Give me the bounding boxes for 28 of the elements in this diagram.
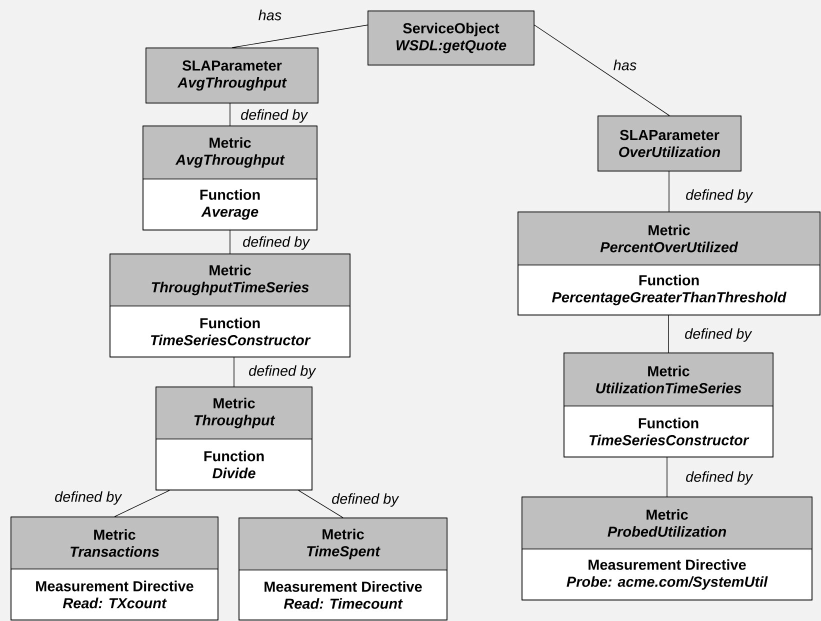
edge-label: defined by [242,235,310,251]
metric-box: Metric TimeSpent Measurement Directive Read: Timecount [238,518,448,620]
connector-line [534,24,670,116]
edge-label: defined by [330,492,400,508]
connector-line [668,171,670,212]
metric-box: Metric ThroughputTimeSeries Function TimeSeriesConstructor [110,254,350,358]
connector-line [666,457,668,497]
metric-box: Metric Transactions Measurement Directive Read: TXcount [10,516,218,620]
parameter-box: ServiceObject WSDL:getQuote [368,10,534,66]
connector-line [668,315,669,353]
metric-box: Metric Throughput Function Divide [156,386,312,490]
edge-label: defined by [684,188,754,204]
connector-line [114,490,170,517]
edge-label: defined by [240,108,308,124]
edge-label: defined by [248,364,316,380]
connector-line [298,490,344,518]
metric-box: Metric UtilizationTimeSeries Function TimeSeriesConstructor [564,352,774,458]
edge-label: defined by [54,490,122,506]
parameter-box: SLAParameter OverUtilization [598,116,742,172]
metric-box: Metric AvgThroughput Function Average [142,126,318,230]
edge-label: defined by [684,470,754,486]
edge-label: has [257,8,283,22]
connector-line [232,24,368,48]
metric-box: Metric ProbedUtilization Measurement Directive Probe: acme.com/SystemUtil [522,496,812,600]
metric-box: Metric PercentOverUtilized Function PercentageGreaterThanThreshold [518,212,820,316]
edge-label: has [612,58,638,72]
edge-label: defined by [684,327,752,343]
parameter-box: SLAParameter AvgThroughput [146,48,318,104]
